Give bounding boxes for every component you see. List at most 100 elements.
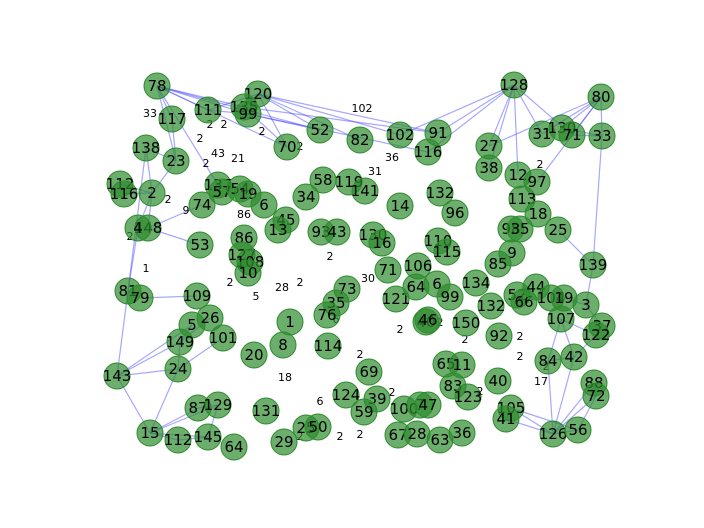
graph-node: 92 — [485, 322, 513, 350]
node-label: 82 — [350, 131, 369, 149]
node-circle — [426, 179, 454, 207]
graph-node: 35 — [506, 215, 534, 243]
node-label: 71 — [562, 126, 581, 144]
graph-edge — [257, 93, 361, 141]
graph-node: 123 — [454, 383, 482, 411]
node-label: 14 — [390, 197, 409, 215]
graph-node: 20 — [240, 341, 268, 369]
node-circle — [374, 256, 402, 284]
graph-node: 116 — [414, 138, 442, 166]
node-circle — [138, 179, 166, 207]
graph-node: 122 — [582, 321, 610, 349]
graph-node: 4 — [124, 214, 152, 242]
node-label: 11 — [452, 356, 471, 374]
node-label: 12 — [508, 166, 527, 184]
node-label: 112 — [164, 431, 193, 449]
node-label: 53 — [190, 236, 209, 254]
node-circle — [436, 283, 464, 311]
graph-node: 84 — [534, 347, 562, 375]
edge-weight-label: 2 — [462, 333, 469, 346]
node-circle — [250, 191, 278, 219]
node-label: 23 — [166, 152, 185, 170]
node-label: 43 — [327, 223, 346, 241]
graph-node: 149 — [166, 328, 194, 356]
node-circle — [269, 331, 297, 359]
graph-node: 8 — [269, 331, 297, 359]
node-label: 114 — [314, 337, 343, 355]
node-circle — [534, 347, 562, 375]
node-circle — [524, 200, 552, 228]
node-circle — [270, 428, 298, 456]
node-label: 58 — [313, 171, 332, 189]
node-label: 36 — [452, 424, 471, 442]
edge-weight-label: 9 — [183, 204, 190, 217]
graph-node: 40 — [484, 367, 512, 395]
node-circle — [386, 121, 414, 149]
node-circle — [462, 269, 490, 297]
node-circle — [477, 292, 505, 320]
edge-weight-label: 2 — [207, 118, 214, 131]
graph-node: 126 — [539, 420, 568, 448]
graph-node: 50 — [304, 413, 332, 441]
node-label: 109 — [183, 287, 212, 305]
node-circle — [582, 321, 610, 349]
edge-weight-label: 18 — [278, 371, 292, 384]
node-label: 38 — [479, 159, 498, 177]
node-circle — [136, 419, 164, 447]
node-circle — [234, 259, 262, 287]
node-circle — [188, 191, 216, 219]
node-circle — [506, 215, 534, 243]
node-circle — [350, 398, 378, 426]
graph-node: 102 — [386, 121, 414, 149]
node-circle — [158, 105, 186, 133]
edge-weight-label: 102 — [352, 102, 373, 115]
node-circle — [194, 96, 222, 124]
node-label: 111 — [194, 101, 223, 119]
graph-node: 131 — [252, 397, 280, 425]
graph-node: 1 — [276, 308, 304, 336]
edge-weight-label: 2 — [357, 428, 364, 441]
edge-weight-label: 2 — [197, 132, 204, 145]
graph-node: 78 — [143, 72, 171, 100]
node-circle — [323, 218, 351, 246]
node-label: 6 — [259, 196, 269, 214]
node-circle — [110, 180, 138, 208]
node-circle — [252, 397, 280, 425]
graph-node: 28 — [403, 420, 431, 448]
graph-node: 43 — [323, 218, 351, 246]
node-label: 34 — [296, 188, 315, 206]
edge-weight-label: 5 — [253, 290, 260, 303]
node-label: 3 — [581, 296, 591, 314]
graph-node: 56 — [564, 416, 592, 444]
graph-node: 150 — [452, 309, 480, 337]
node-label: 139 — [579, 256, 608, 274]
node-label: 134 — [462, 274, 491, 292]
edge-weight-label: 2 — [297, 276, 304, 289]
graph-node: 41 — [492, 405, 520, 433]
node-label: 126 — [539, 425, 568, 443]
node-label: 67 — [388, 426, 407, 444]
node-label: 141 — [351, 182, 380, 200]
edge-weight-label: 17 — [534, 375, 548, 388]
graph-node: 35 — [322, 289, 350, 317]
node-circle — [582, 382, 610, 410]
node-label: 20 — [244, 346, 263, 364]
node-circle — [220, 433, 248, 461]
edge-weight-label: 30 — [361, 272, 375, 285]
node-label: 115 — [433, 243, 462, 261]
node-label: 13 — [268, 221, 287, 239]
node-circle — [306, 116, 334, 144]
node-circle — [143, 72, 171, 100]
node-circle — [547, 305, 575, 333]
edge-weight-label: 2 — [357, 348, 364, 361]
graph-edge — [437, 84, 515, 134]
graph-node: 112 — [164, 426, 193, 454]
graph-node: 124 — [332, 381, 360, 409]
node-circle — [332, 381, 360, 409]
edge-weight-label: 2 — [327, 250, 334, 263]
node-label: 92 — [489, 327, 508, 345]
graph-node: 42 — [560, 343, 588, 371]
node-label: 16 — [372, 234, 391, 252]
node-circle — [448, 419, 476, 447]
